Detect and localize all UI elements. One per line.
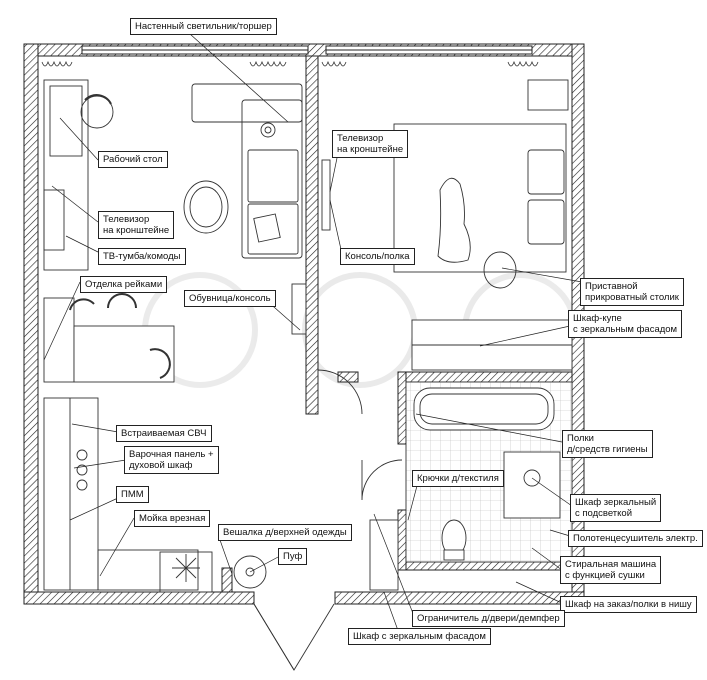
label-towel-dryer: Полотенцесушитель электр. [568, 530, 703, 547]
label-dishwasher: ПММ [116, 486, 149, 503]
label-hob-oven: Варочная панель +духовой шкаф [124, 446, 219, 474]
bathroom [369, 381, 573, 591]
label-pouf: Пуф [278, 548, 308, 565]
label-wall-lamp: Настенный светильник/торшер [130, 18, 277, 35]
curtains [41, 60, 539, 67]
label-textile-hooks: Крючки д/текстиля [412, 470, 504, 487]
label-custom-cabinet: Шкаф на заказ/полки в нишу [560, 596, 697, 613]
leader-lines [43, 33, 583, 637]
kitchen [43, 397, 267, 593]
bedroom [321, 79, 573, 371]
label-slat-finish: Отделка рейками [80, 276, 168, 293]
label-shoe-console: Обувница/консоль [184, 290, 276, 307]
label-microwave: Встраиваемая СВЧ [116, 425, 212, 442]
label-door-stop: Ограничитель д/двери/демпфер [412, 610, 565, 627]
label-tv-stand: ТВ-тумба/комоды [98, 248, 186, 265]
label-console-shelf: Консоль/полка [340, 248, 415, 265]
label-sink: Мойка врезная [134, 510, 211, 527]
label-mirror-wardrobe: Шкаф с зеркальным фасадом [348, 628, 491, 645]
doors [253, 369, 403, 671]
living-room [43, 79, 307, 383]
label-coat-hanger: Вешалка д/верхней одежды [218, 524, 352, 541]
label-desk: Рабочий стол [98, 151, 168, 168]
